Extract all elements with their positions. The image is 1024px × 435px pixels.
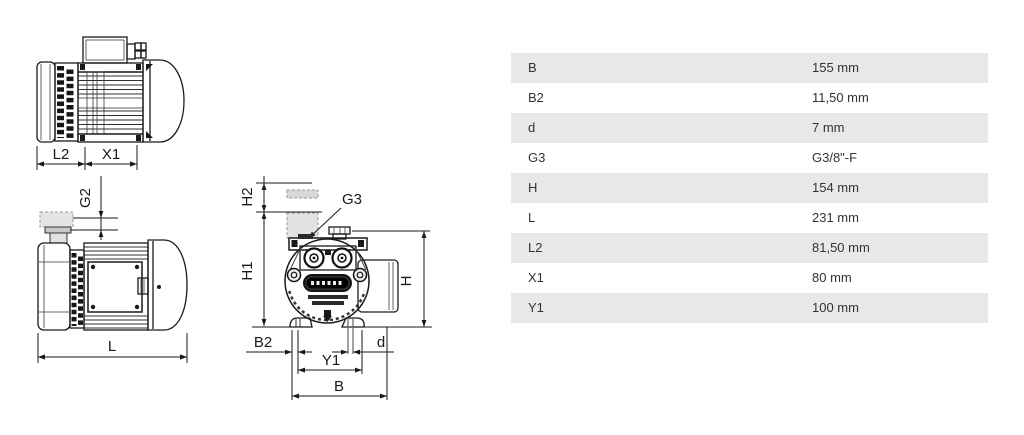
pump-housing-side [36,61,56,143]
dimension-value: 81,50 mm [812,240,870,255]
side-view-top: L2 X1 [36,36,185,170]
dimension-value: 155 mm [812,60,859,75]
pump-drawing-svg: L2 X1 G2 [36,36,432,400]
motor-behind [357,259,399,313]
dim-label-y1: Y1 [322,352,340,369]
pump-housing-front [284,238,370,324]
dimension-value: 7 mm [812,120,845,135]
dim-label-l2: L2 [53,146,70,163]
motor-top-rail [77,62,144,73]
phantom-silencer-top [286,189,319,199]
dimension-label: H [528,180,538,195]
table-row: L2 81,50 mm [511,233,988,263]
dim-label-h: H [398,276,415,287]
dim-label-l: L [108,338,116,355]
dim-label-h1: H1 [239,261,256,280]
dimension-label: B [528,60,537,75]
dimension-value: 100 mm [812,300,859,315]
dim-label-b2: B2 [254,334,272,351]
pump-housing-side2 [37,242,71,331]
dimension-label: L2 [528,240,543,255]
dimensions-table: B 155 mm B2 11,50 mm d 7 mm G3 G3/8"-F H… [511,53,988,323]
table-row: H 154 mm [511,173,988,203]
dim-label-x1: X1 [102,146,120,163]
dimension-value: 11,50 mm [812,90,869,105]
dimension-label: Y1 [528,300,544,315]
technical-drawing: L2 X1 G2 [36,36,432,400]
table-row: X1 80 mm [511,263,988,293]
dimension-value: 80 mm [812,270,852,285]
dimension-label: B2 [528,90,544,105]
table-row: Y1 100 mm [511,293,988,323]
table-row: d 7 mm [511,113,988,143]
cable-gland [126,42,147,60]
dimension-value: 231 mm [812,210,859,225]
dim-label-b: B [334,378,344,395]
side-view-bottom: G2 [37,176,188,363]
table-row: B2 11,50 mm [511,83,988,113]
left-foot [289,317,313,328]
motor-end-bell-2 [147,239,188,331]
dimension-value: 154 mm [812,180,859,195]
dimension-label: X1 [528,270,544,285]
dim-label-d: d [377,334,385,351]
phantom-filter [39,211,74,228]
motor-end-bell [142,59,185,143]
table-row: B 155 mm [511,53,988,83]
dim-label-g2: G2 [77,188,94,208]
g3-port [298,234,313,239]
dimension-value: G3/8"-F [812,150,858,165]
dim-label-h2: H2 [239,187,256,206]
front-view: H2 H1 G3 [239,176,432,400]
dimension-label: L [528,210,536,225]
dim-label-g3: G3 [342,191,362,208]
dimension-label: d [528,120,536,135]
dimension-label: G3 [528,150,546,165]
table-row: G3 G3/8"-F [511,143,988,173]
terminal-box [82,36,128,64]
table-row: L 231 mm [511,203,988,233]
